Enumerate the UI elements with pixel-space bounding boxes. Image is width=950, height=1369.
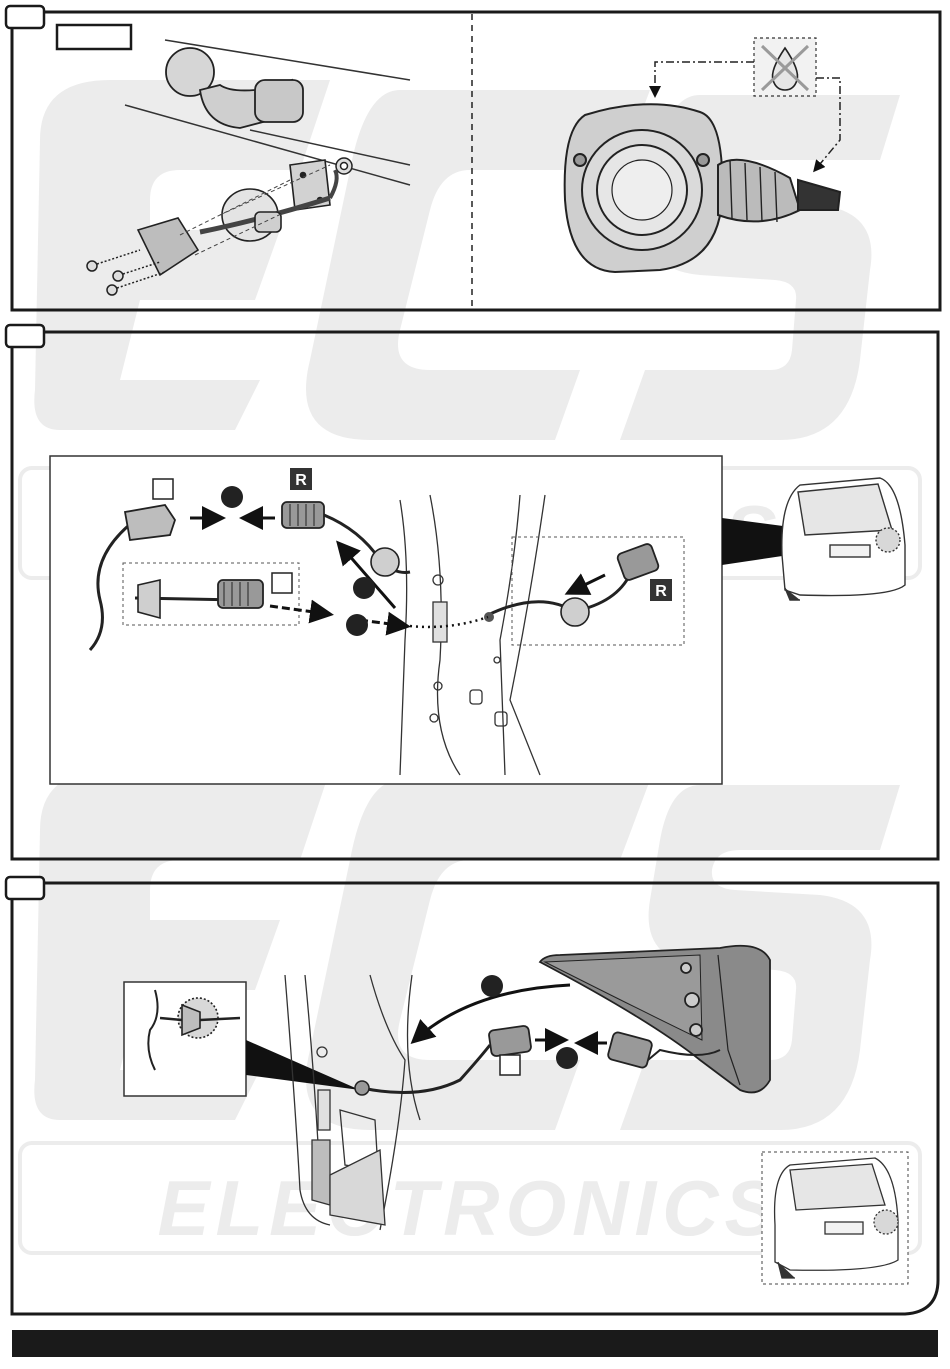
dot-marker: [353, 577, 375, 599]
checkbox-marker: [500, 1055, 520, 1075]
title-label-box: [57, 25, 131, 49]
dot-marker: [556, 1047, 578, 1069]
dot-marker: [346, 614, 368, 636]
detail-frame-2: [50, 456, 722, 784]
connector-badge-label: R: [655, 583, 667, 600]
no-grease-drop-icon: [754, 38, 816, 96]
checkbox-marker: [153, 479, 173, 499]
checkbox-marker: [272, 573, 292, 593]
connector-icon: [607, 1031, 653, 1068]
connector-badge-label: R: [295, 472, 307, 489]
cable-entry-hole: [355, 1081, 369, 1095]
cable-entry-hole: [484, 612, 494, 622]
dot-marker: [481, 975, 503, 997]
connector-icon: [282, 502, 324, 528]
grommet-icon: [371, 548, 399, 576]
step-number-box-2: [6, 325, 44, 347]
connector-icon: [488, 1025, 531, 1056]
step-number-box-1: [6, 6, 44, 28]
connector-badge-r-2: R: [650, 579, 672, 601]
connector-badge-r-1: R: [290, 468, 312, 490]
car-rear-icon: [782, 478, 905, 600]
car-rear-icon: [775, 1158, 898, 1278]
grommet-icon: [138, 580, 160, 618]
connector-icon: [125, 505, 175, 540]
grommet-inset: [124, 982, 246, 1096]
footer-bar: [12, 1330, 938, 1357]
dot-marker: [221, 486, 243, 508]
step-number-box-3: [6, 877, 44, 899]
connector-icon: [218, 580, 263, 608]
nut-icon: [336, 158, 352, 174]
watermark-brand-bottom: ELECTRONICS: [157, 1164, 782, 1252]
grommet-icon: [561, 598, 589, 626]
